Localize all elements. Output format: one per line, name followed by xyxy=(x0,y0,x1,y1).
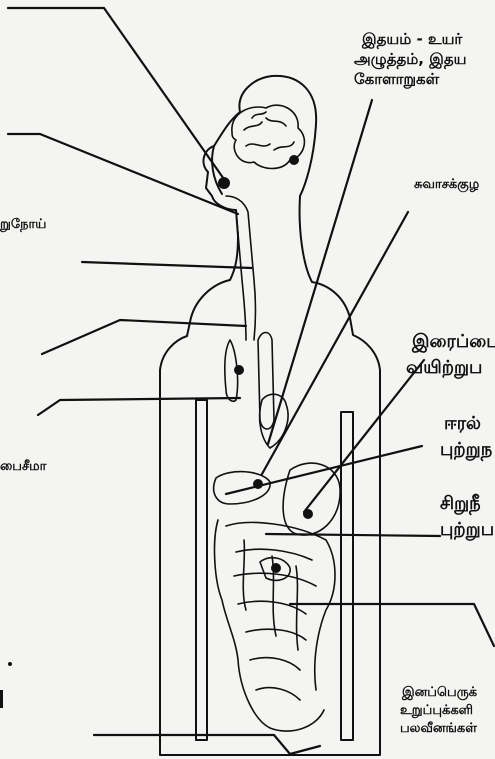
label-heart-line2: அழுத்தம், இதய xyxy=(354,50,466,69)
label-repro-line3: பலவீனங்கள் xyxy=(400,720,477,737)
label-liver-line1: ஈரல் xyxy=(444,412,481,436)
label-stomach-line2: வயிற்றுப xyxy=(406,356,482,380)
liver xyxy=(214,472,270,504)
label-repro-line2: உறுப்புக்களி xyxy=(400,702,473,719)
label-heart-line1: இதயம் - உயர் xyxy=(362,30,462,49)
intestines xyxy=(215,520,335,731)
left-margin-tick xyxy=(0,690,3,708)
pointer-stomach xyxy=(304,360,424,512)
label-heart-line3: கோளாறுகள் xyxy=(354,70,439,89)
pointer-left-2 xyxy=(82,262,252,268)
lung-dot xyxy=(235,366,243,374)
left-arm-inner xyxy=(196,400,207,740)
left-margin-dot xyxy=(8,662,12,666)
pointer-left-3 xyxy=(42,320,246,354)
lung-right xyxy=(258,333,274,430)
label-lung: சுவாசக்குழ xyxy=(414,176,479,193)
intestine-dot xyxy=(272,564,280,572)
pointer-lines xyxy=(8,8,494,754)
pointer-lung xyxy=(38,398,240,415)
pointer-throat xyxy=(8,134,238,214)
body-outline xyxy=(160,76,380,755)
pointer-kidney xyxy=(266,534,440,536)
label-repro-line1: இனப்பெருக் xyxy=(402,684,477,701)
label-liver-line2: புற்றுந xyxy=(440,438,492,462)
pointer-heart xyxy=(268,100,372,444)
label-kidney-line1: சிறுநீ xyxy=(440,492,481,516)
label-left-lower: பைசீமா xyxy=(0,458,46,475)
brain-dot xyxy=(290,156,298,164)
pointer-lung-right xyxy=(262,212,408,474)
label-kidney-line2: புற்றுப xyxy=(440,518,494,542)
label-left-disease: றுநோய் xyxy=(0,216,46,233)
label-stomach-line1: இரைப்பை xyxy=(412,330,495,354)
pointer-brain xyxy=(8,8,226,182)
